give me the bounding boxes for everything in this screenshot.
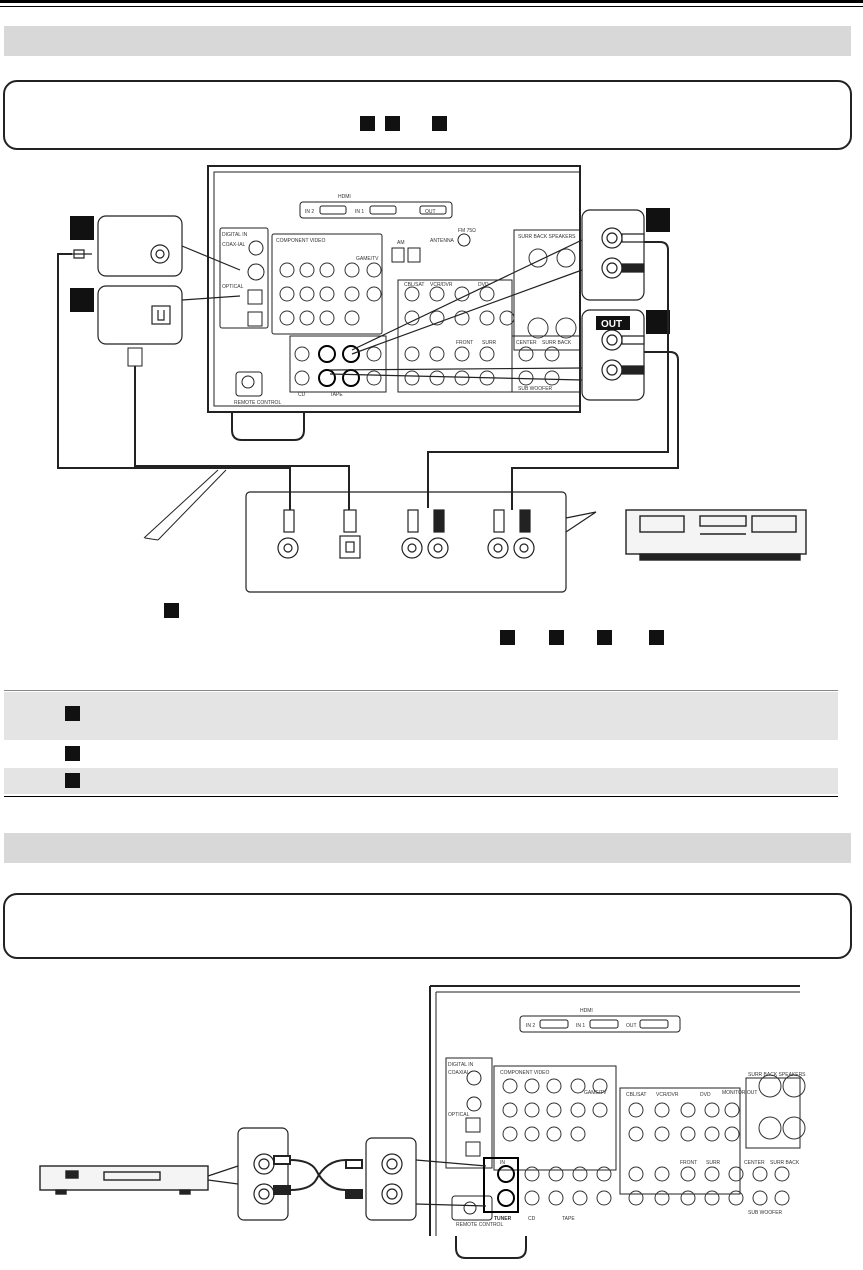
tape-in-callout: [351, 209, 645, 355]
marker-coax: [70, 216, 94, 240]
dvd-label: DVD: [478, 282, 489, 288]
hdmi-label-2: HDMI: [580, 1008, 593, 1014]
hdmi-in2-label: IN 2: [305, 209, 314, 215]
marker-note-2: [500, 630, 515, 645]
top-rule-thick: [0, 0, 863, 3]
tape-label-2: TAPE: [562, 1216, 575, 1222]
tape-out-callout: [329, 309, 645, 401]
tape-jacks: [318, 345, 360, 387]
optical-label: OPTICAL: [222, 284, 244, 290]
cd-label: CD: [298, 392, 306, 398]
component-video-label: COMPONENT VIDEO: [276, 238, 325, 244]
digital-in-label-2: DIGITAL IN: [448, 1062, 474, 1068]
dvd-label-2: DVD: [700, 1092, 711, 1098]
instruction-box-1: [3, 80, 852, 150]
remote-control-label-2: REMOTE CONTROL: [456, 1222, 503, 1228]
surr-back-speakers-label: SURR BACK SPEAKERS: [518, 234, 576, 240]
vcr-dvr-label: VCR/DVR: [430, 282, 453, 288]
table-marker-2: [65, 746, 80, 761]
surr-back-label-2: SURR BACK: [770, 1160, 800, 1166]
tuner-cables: [273, 1155, 363, 1199]
hdmi-label: HDMI: [338, 194, 351, 200]
digital-in-label: DIGITAL IN: [222, 232, 248, 238]
tape-label: TAPE: [330, 392, 343, 398]
optical-label-2: OPTICAL: [448, 1112, 470, 1118]
cassette-deck-icon: [625, 509, 807, 561]
coaxial-label: COAX-IAL: [222, 242, 246, 248]
monitor-out-label-2: MONITOR OUT: [722, 1090, 757, 1096]
surr-back-label: SURR BACK: [542, 340, 572, 346]
surr-back-speakers-label-2: SURR BACK SPEAKERS: [748, 1072, 806, 1078]
section-header-bar-1: [4, 26, 851, 56]
table-row-1: [4, 692, 838, 740]
tape-deck-jack-panel: [245, 491, 597, 593]
component-video-label-2: COMPONENT VIDEO: [500, 1070, 549, 1076]
tuner-label-2: TUNER: [494, 1216, 512, 1222]
tuner-device-callout: [207, 1127, 289, 1221]
tuner-in-callout: [365, 1137, 487, 1221]
front-label-2: FRONT: [680, 1160, 697, 1166]
in-label-2: IN: [500, 1160, 505, 1166]
sub-woofer-label: SUB WOOFER: [518, 386, 553, 392]
table-marker-3: [65, 773, 80, 788]
vcr-dvr-label-2: VCR/DVR: [656, 1092, 679, 1098]
table-top-rule: [4, 690, 838, 691]
hdmi-out-label-2: OUT: [626, 1023, 637, 1029]
table-row-3: [4, 768, 838, 794]
sub-woofer-label-2: SUB WOOFER: [748, 1210, 783, 1216]
receiver-rear-panel: [207, 165, 581, 441]
surr-label-2: SURR: [706, 1160, 721, 1166]
marker-note-4: [597, 630, 612, 645]
instruction-box-2: [3, 893, 852, 959]
hdmi-in2-label-2: IN 2: [526, 1023, 535, 1029]
cbl-sat-label: CBL/SAT: [404, 282, 424, 288]
surr-label: SURR: [482, 340, 497, 346]
cbl-sat-label-2: CBL/SAT: [626, 1092, 646, 1098]
cables: [57, 241, 679, 510]
front-label: FRONT: [456, 340, 473, 346]
table-bottom-rule: [4, 796, 838, 797]
marker-note-1: [164, 603, 179, 618]
marker-tape-out: [646, 310, 670, 334]
am-label: AM: [397, 240, 405, 246]
marker-a: [360, 116, 375, 131]
hdmi-in1-label-2: IN 1: [576, 1023, 585, 1029]
game-tv-label: GAME/TV: [356, 256, 379, 262]
connection-diagram-1: HDMI IN 2 IN 1 OUT DIGITAL IN COAX-IAL O…: [57, 165, 807, 593]
top-rule-thin: [0, 6, 863, 7]
center-label: CENTER: [516, 340, 537, 346]
tuner-device-icon: [39, 1165, 209, 1195]
out-badge: [596, 316, 630, 330]
section-header-bar-2: [4, 833, 851, 863]
coaxial-label-2: COAXIAL: [448, 1070, 470, 1076]
antenna-label: ANTENNA: [430, 238, 455, 244]
game-tv-label-2: GAME/TV: [584, 1090, 607, 1096]
marker-b: [385, 116, 400, 131]
marker-note-3: [549, 630, 564, 645]
cd-label-2: CD: [528, 1216, 536, 1222]
optical-callout: [97, 285, 241, 345]
fm-label: FM 75Ω: [458, 228, 476, 234]
remote-control-label: REMOTE CONTROL: [234, 400, 281, 406]
table-marker-1: [65, 706, 80, 721]
marker-note-5: [649, 630, 664, 645]
marker-c: [432, 116, 447, 131]
marker-optical: [70, 288, 94, 312]
center-label-2: CENTER: [744, 1160, 765, 1166]
receiver-jacks: [279, 248, 577, 386]
marker-tape-in: [646, 208, 670, 232]
hdmi-out-label: OUT: [425, 209, 436, 215]
coax-callout: [72, 215, 241, 277]
out-badge-label: OUT: [601, 319, 622, 330]
table-row-2: [4, 740, 838, 766]
hdmi-in1-label: IN 1: [355, 209, 364, 215]
connection-diagram-2: HDMI IN 2 IN 1 OUT DIGITAL IN COAXIAL OP…: [39, 985, 806, 1259]
receiver-rear-panel-2: [429, 985, 801, 1259]
